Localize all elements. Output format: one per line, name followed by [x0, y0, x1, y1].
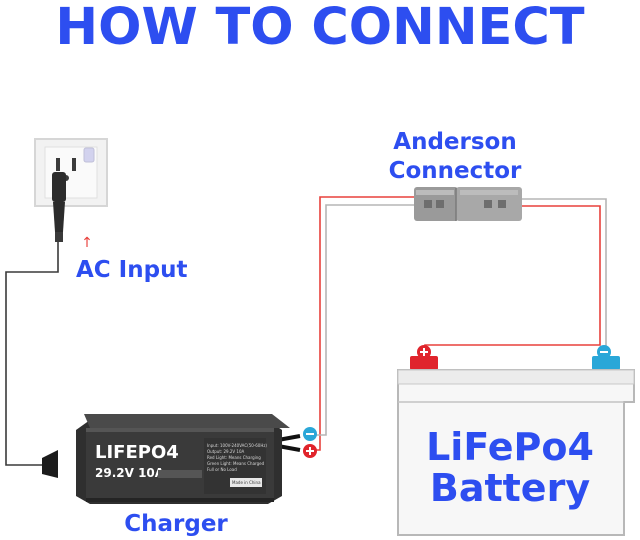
charger-made-in: Made in China [232, 480, 261, 485]
anderson-label-line2: Connector [389, 158, 522, 184]
charger-info-line: Input: 100V-240VAC(50-60Hz) [207, 443, 267, 448]
positive-wire-battery-side [424, 205, 601, 356]
anderson-connector-icon [414, 187, 522, 221]
outlet-slot [56, 158, 60, 171]
battery-negative-icon [597, 345, 611, 359]
charger-label: Charger [124, 511, 228, 537]
charger-info-line: Output: 29.2V 10A [207, 449, 245, 454]
battery-label-line2: Battery [430, 466, 590, 510]
battery-positive-icon [417, 345, 431, 359]
ac-input-arrow: ↑ [81, 235, 93, 251]
battery: LiFePo4 Battery [397, 356, 635, 536]
ac-input-label: AC Input [76, 257, 187, 283]
charger-spec: 29.2V 10A [95, 466, 165, 480]
battery-label-line1: LiFePo4 [426, 425, 594, 469]
charger-model-stripe [158, 470, 202, 478]
charger-positive-icon [303, 444, 317, 458]
ac-plug-icon [52, 172, 66, 242]
charger: LIFEPO4 29.2V 10A Input: 100V-240VAC(50-… [42, 414, 290, 504]
wall-outlet [34, 138, 108, 207]
charger-brand: LIFEPO4 [95, 442, 179, 463]
outlet-slot [72, 158, 76, 171]
charger-info-line: Full or No Load [207, 467, 237, 472]
anderson-label-line1: Anderson [393, 129, 516, 155]
charger-negative-icon [303, 427, 317, 441]
charger-info-line: Green Light: Means Charged [207, 461, 265, 466]
negative-wire-battery-side [522, 198, 607, 354]
page-title: HOW TO CONNECT [55, 0, 584, 57]
charger-info-line: Red Light: Means Charging [207, 455, 261, 460]
ac-cable [5, 242, 59, 466]
